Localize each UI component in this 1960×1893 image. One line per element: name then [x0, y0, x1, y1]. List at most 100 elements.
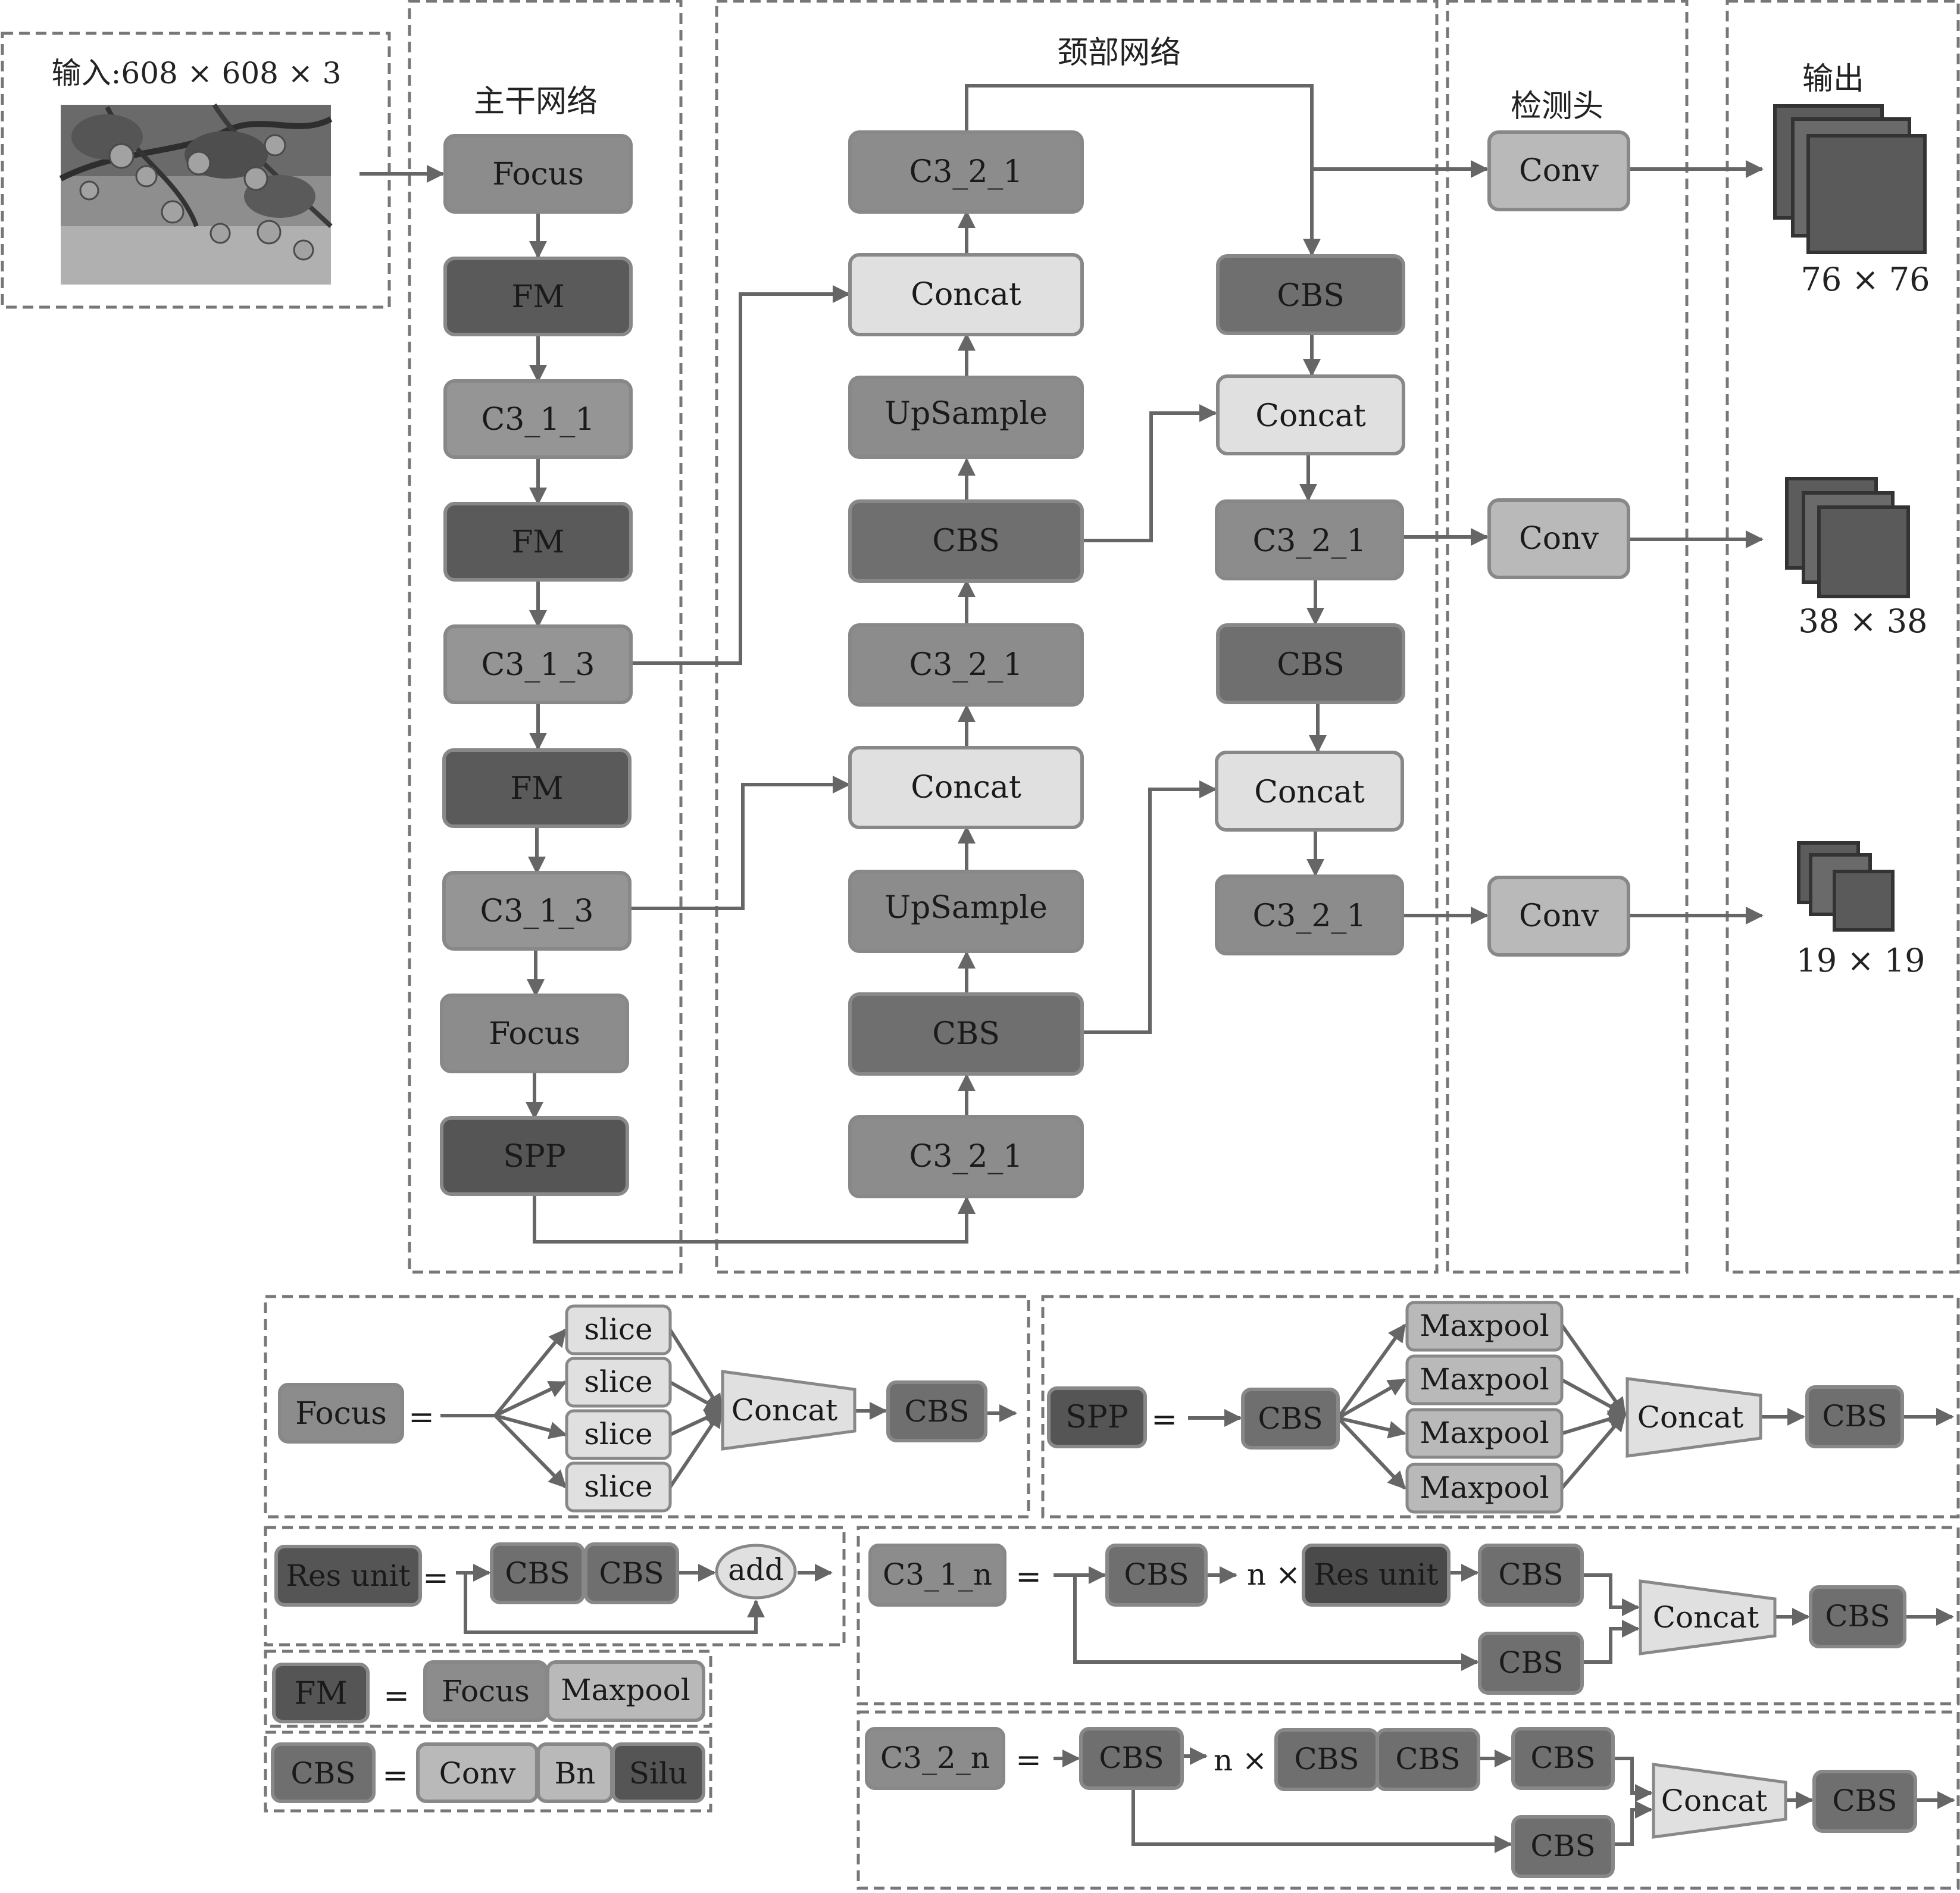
input-frame — [1, 32, 391, 309]
neck-right-c3-2-1-b-label: C3_2_1 — [1252, 898, 1366, 934]
backbone-focus-2-label: Focus — [489, 1016, 580, 1052]
svg-text:Res unit: Res unit — [1314, 1557, 1438, 1592]
head-conv-2 — [1487, 498, 1630, 579]
svg-text:C3_1_n: C3_1_n — [883, 1557, 992, 1592]
neck-cbs-lower — [848, 992, 1084, 1076]
output-38-label: 38 × 38 — [1798, 602, 1927, 640]
backbone-fm-1 — [443, 257, 633, 336]
svg-text:Maxpool: Maxpool — [1420, 1416, 1549, 1450]
fm-legend-frame — [264, 1650, 712, 1728]
backbone-c3-1-1-label: C3_1_1 — [481, 402, 595, 438]
neck-upsample-top — [848, 376, 1084, 459]
svg-text:=: = — [1015, 1742, 1042, 1778]
backbone-spp-label: SPP — [503, 1139, 566, 1174]
svg-text:Maxpool: Maxpool — [561, 1673, 690, 1707]
backbone-focus-1-label: Focus — [492, 157, 584, 192]
neck-right-c3-2-1-b — [1215, 874, 1404, 955]
backbone-fm-1-label: FM — [511, 279, 564, 315]
backbone-title: 主干网络 — [474, 84, 598, 120]
head-conv-3 — [1487, 876, 1630, 957]
svg-text:CBS: CBS — [1124, 1557, 1189, 1592]
svg-text:Concat: Concat — [1653, 1600, 1759, 1635]
svg-text:Maxpool: Maxpool — [1420, 1362, 1549, 1397]
svg-text:=: = — [382, 1758, 408, 1794]
neck-right-concat-2-label: Concat — [1254, 774, 1365, 810]
head-conv-3-label: Conv — [1519, 898, 1599, 934]
spp-legend: SPP = CBS Maxpool Maxpool Maxpool — [1047, 1301, 1954, 1514]
input-image — [59, 103, 333, 285]
backbone-focus-1 — [443, 134, 633, 214]
backbone-spp — [440, 1116, 629, 1196]
output-frame — [1725, 0, 1960, 1274]
output-title: 输出 — [1802, 61, 1864, 97]
svg-text:SPP: SPP — [1065, 1400, 1129, 1435]
svg-text:=: = — [383, 1678, 409, 1714]
c3-1-n-legend: C3_1_n = CBS n × Res unit CBS CBS Concat… — [868, 1544, 1954, 1695]
neck-right-cbs-2 — [1216, 623, 1405, 704]
neck-concat-mid — [848, 746, 1084, 829]
neck-title: 颈部网络 — [1057, 35, 1181, 71]
svg-text:CBS: CBS — [1822, 1399, 1887, 1433]
cbs-legend-frame — [264, 1730, 712, 1813]
resunit-legend-frame — [264, 1526, 846, 1647]
svg-text:C3_2_n: C3_2_n — [880, 1741, 990, 1775]
svg-text:CBS: CBS — [1832, 1783, 1897, 1818]
head-title: 检测头 — [1511, 89, 1603, 124]
neck-c3-2-1-bottom-label: C3_2_1 — [909, 1139, 1023, 1174]
neck-right-concat-2 — [1215, 751, 1404, 832]
svg-text:Bn: Bn — [555, 1756, 596, 1791]
neck-right-c3-2-1-a-label: C3_2_1 — [1252, 523, 1366, 559]
focus-legend-frame — [264, 1295, 1030, 1519]
svg-text:Maxpool: Maxpool — [1420, 1308, 1549, 1343]
head-conv-1 — [1487, 130, 1630, 211]
neck-c3-2-1-top-label: C3_2_1 — [909, 154, 1023, 190]
neck-right-cbs-1-label: CBS — [1277, 278, 1345, 314]
svg-text:CBS: CBS — [1258, 1401, 1323, 1436]
c3-2-n-legend: C3_2_n = CBS n × CBS CBS CBS CBS Concat … — [865, 1727, 1955, 1878]
output-map-19 — [1797, 841, 1895, 932]
svg-text:=: = — [1015, 1559, 1042, 1595]
backbone-c3-1-3-b — [442, 871, 632, 951]
output-19-label: 19 × 19 — [1796, 942, 1925, 979]
svg-text:Concat: Concat — [1637, 1400, 1743, 1435]
svg-text:Concat: Concat — [732, 1393, 837, 1427]
neck-concat-top-label: Concat — [911, 277, 1021, 313]
svg-text:slice: slice — [584, 1364, 652, 1399]
neck-cbs-lower-label: CBS — [932, 1016, 1000, 1052]
svg-text:Res unit: Res unit — [286, 1558, 410, 1593]
svg-text:add: add — [728, 1552, 784, 1587]
svg-text:CBS: CBS — [1530, 1829, 1595, 1863]
backbone-fm-2 — [443, 502, 633, 582]
svg-text:slice: slice — [584, 1417, 652, 1451]
backbone-c3-1-1 — [443, 379, 633, 459]
backbone-c3-1-3-a-label: C3_1_3 — [481, 647, 595, 683]
neck-cbs-upper-label: CBS — [932, 523, 1000, 559]
output-map-38 — [1785, 477, 1910, 598]
head-conv-1-label: Conv — [1519, 153, 1599, 189]
fm-legend: FM = Focus Maxpool — [272, 1660, 705, 1723]
backbone-fm-3 — [442, 748, 632, 828]
svg-text:=: = — [408, 1400, 434, 1435]
backbone-c3-1-3-b-label: C3_1_3 — [480, 894, 593, 929]
neck-cbs-upper — [848, 499, 1084, 583]
svg-text:CBS: CBS — [1395, 1742, 1460, 1776]
backbone-frame — [408, 0, 683, 1274]
svg-text:Concat: Concat — [1661, 1783, 1767, 1818]
svg-text:CBS: CBS — [290, 1756, 355, 1791]
head-frame — [1446, 0, 1689, 1274]
neck-c3-2-1-bottom — [848, 1115, 1084, 1198]
cbs-legend: CBS = Conv Bn Silu — [271, 1742, 705, 1803]
svg-text:Silu: Silu — [629, 1756, 687, 1791]
neck-right-c3-2-1-a — [1215, 499, 1404, 580]
head-conv-2-label: Conv — [1519, 521, 1599, 557]
svg-text:CBS: CBS — [1530, 1741, 1595, 1775]
neck-upsample-mid — [848, 870, 1084, 953]
neck-concat-top — [848, 253, 1084, 336]
svg-text:=: = — [1151, 1402, 1177, 1438]
svg-text:CBS: CBS — [599, 1556, 664, 1591]
svg-text:FM: FM — [294, 1676, 347, 1711]
neck-right-concat-1-label: Concat — [1255, 398, 1366, 434]
input-label: 输入:608 × 608 × 3 — [52, 56, 342, 90]
output-map-76 — [1773, 104, 1927, 254]
